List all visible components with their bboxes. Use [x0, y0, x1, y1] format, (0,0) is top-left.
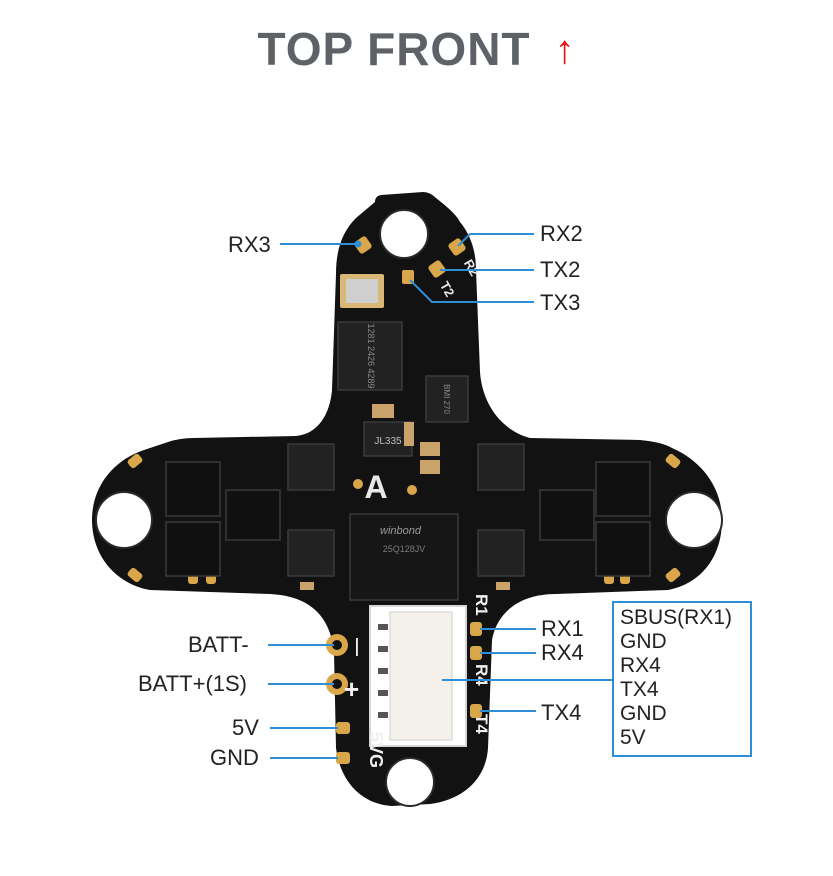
silk-5vg: 5VG — [366, 732, 386, 768]
leader-tx3 — [409, 279, 534, 303]
mount-hole-top — [379, 209, 429, 259]
mosfet-4 — [595, 461, 651, 517]
chips — [165, 321, 651, 601]
connector-pinout-box: SBUS(RX1) GND RX4 TX4 GND 5V — [612, 601, 752, 757]
baro-marking: JL335 — [374, 436, 402, 447]
right-uart-pads — [470, 622, 482, 718]
silk-t2: T2 — [437, 279, 458, 300]
mcu-marking: 1281 2426 4289 — [366, 323, 376, 388]
leader-lines — [268, 233, 612, 759]
title-text: TOP FRONT — [257, 23, 531, 75]
mosfet-1 — [165, 461, 221, 517]
pinout-item: TX4 — [620, 678, 659, 701]
label-rx4: RX4 — [541, 640, 584, 665]
center-pads — [353, 479, 417, 495]
crystal — [340, 274, 384, 308]
chip-markings: 1281 2426 4289 BMI 270 JL335 winbond 25Q… — [366, 323, 451, 554]
esc-driver-1 — [287, 443, 335, 491]
label-tx2: TX2 — [540, 257, 581, 282]
label-batt-plus: BATT+(1S) — [138, 671, 248, 696]
page-title: TOP FRONT ↑ — [0, 22, 833, 76]
pinout-item: GND — [620, 630, 667, 653]
power-silkscreen: — + 5VG — [344, 638, 386, 768]
imu-chip — [425, 375, 469, 423]
pinout-item: GND — [620, 702, 667, 725]
esc-driver-3 — [287, 529, 335, 577]
rx4-pad — [470, 646, 482, 660]
mosfet-2 — [165, 521, 221, 577]
pinout-item: RX4 — [620, 654, 661, 677]
passives — [300, 404, 510, 590]
silk-t4: T4 — [472, 714, 491, 734]
label-rx2: RX2 — [540, 221, 583, 246]
front-arrow-icon: ↑ — [554, 28, 576, 72]
label-rx3: RX3 — [228, 232, 271, 257]
flash-brand: winbond — [380, 525, 422, 537]
gnd-pad — [336, 752, 350, 764]
silk-r2: R2 — [461, 257, 482, 279]
rx-connector — [369, 605, 467, 747]
betafpv-logo: A — [364, 469, 387, 505]
mount-hole-bottom — [385, 757, 435, 807]
mcu-chip — [337, 321, 403, 391]
esc-driver-2 — [477, 443, 525, 491]
power-pads — [326, 634, 350, 764]
pinout-item: 5V — [620, 726, 646, 749]
silk-minus: — — [348, 638, 368, 656]
silk-plus: + — [344, 674, 359, 704]
mosfet-3 — [225, 489, 281, 541]
imu-marking: BMI 270 — [442, 384, 451, 414]
mount-hole-left — [95, 491, 153, 549]
label-tx3: TX3 — [540, 290, 581, 315]
tx4-pad — [470, 704, 482, 718]
esc-driver-4 — [477, 529, 525, 577]
silk-r4: R4 — [472, 664, 491, 686]
mosfet-6 — [539, 489, 595, 541]
rx1-pad — [470, 622, 482, 636]
right-silkscreen: R1 R4 T4 — [472, 594, 491, 734]
label-5v: 5V — [232, 715, 259, 740]
label-tx4: TX4 — [541, 700, 582, 725]
pcb-board — [92, 192, 723, 807]
pinout-item: SBUS(RX1) — [620, 606, 733, 629]
mount-hole-right — [665, 491, 723, 549]
leader-rx2 — [457, 233, 534, 247]
pcb-outline — [92, 192, 722, 806]
silk-r1: R1 — [472, 594, 491, 616]
flash-chip — [349, 513, 459, 601]
label-batt-minus: BATT- — [188, 632, 249, 657]
mosfet-5 — [595, 521, 651, 577]
tx2-pad — [428, 260, 446, 278]
flash-part: 25Q128JV — [383, 544, 426, 554]
5v-pad — [336, 722, 350, 734]
label-gnd: GND — [210, 745, 259, 770]
label-rx1: RX1 — [541, 616, 584, 641]
